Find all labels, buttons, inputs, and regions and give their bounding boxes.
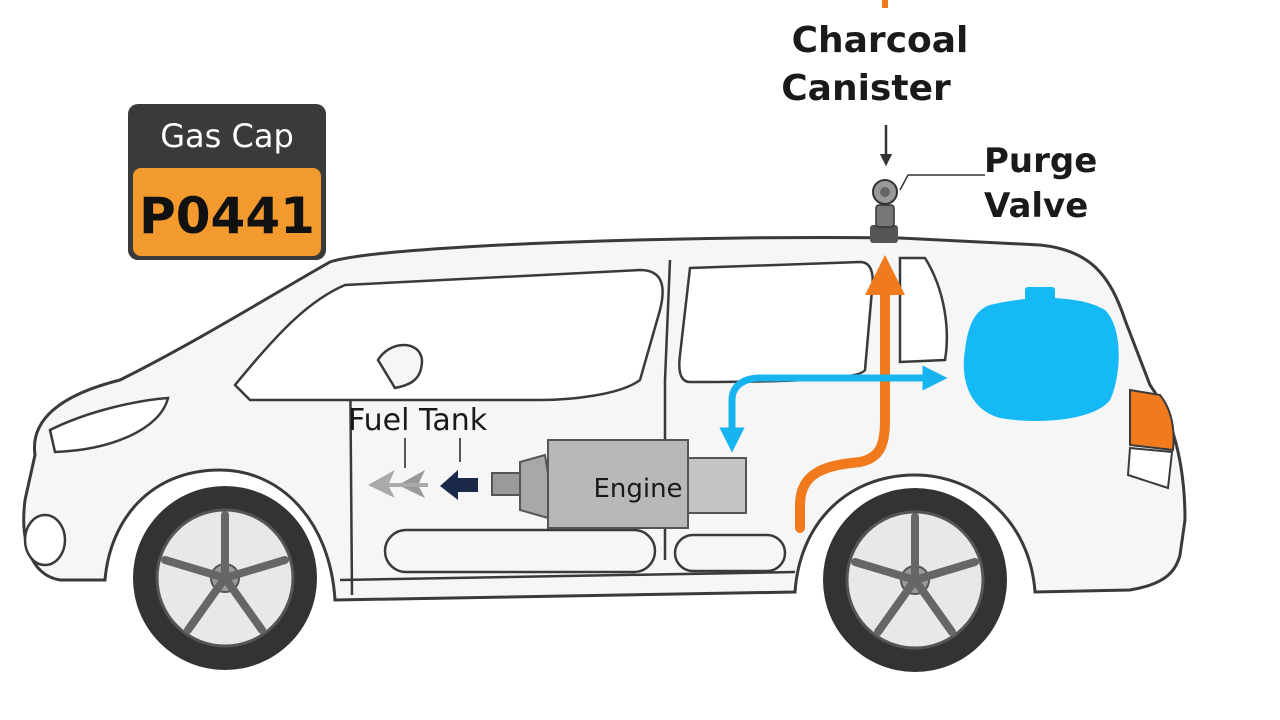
canister-label-line1: Charcoal — [792, 20, 969, 61]
rear-wheel-icon — [823, 488, 1007, 672]
rear-window — [898, 256, 949, 364]
purge-leader — [899, 174, 985, 191]
fuel-line — [719, 365, 948, 453]
fuel-tank-label: Fuel Tank — [348, 403, 488, 438]
purge-valve-icon — [870, 179, 898, 243]
fog-light — [23, 513, 67, 567]
side-mirror — [376, 343, 424, 390]
vapor-line-top — [882, 0, 888, 8]
dtc-badge: Gas Cap P0441 — [128, 104, 326, 260]
purge-label-line2: Valve — [984, 186, 1088, 226]
tail-light — [1129, 388, 1175, 452]
canister-label-line2: Canister — [781, 68, 951, 109]
headlight — [48, 396, 170, 454]
middle-window — [678, 260, 874, 384]
purge-label-line1: Purge — [984, 141, 1097, 181]
badge-code: P0441 — [139, 187, 315, 245]
badge-header: Gas Cap — [160, 117, 294, 155]
car-body — [22, 235, 1187, 602]
engine-block — [491, 439, 747, 529]
front-wheel-icon — [133, 486, 317, 670]
front-window — [233, 268, 664, 402]
flow-arrow-icon — [368, 470, 478, 500]
fuel-tank-shape — [963, 287, 1119, 421]
engine-label: Engine — [593, 474, 682, 504]
